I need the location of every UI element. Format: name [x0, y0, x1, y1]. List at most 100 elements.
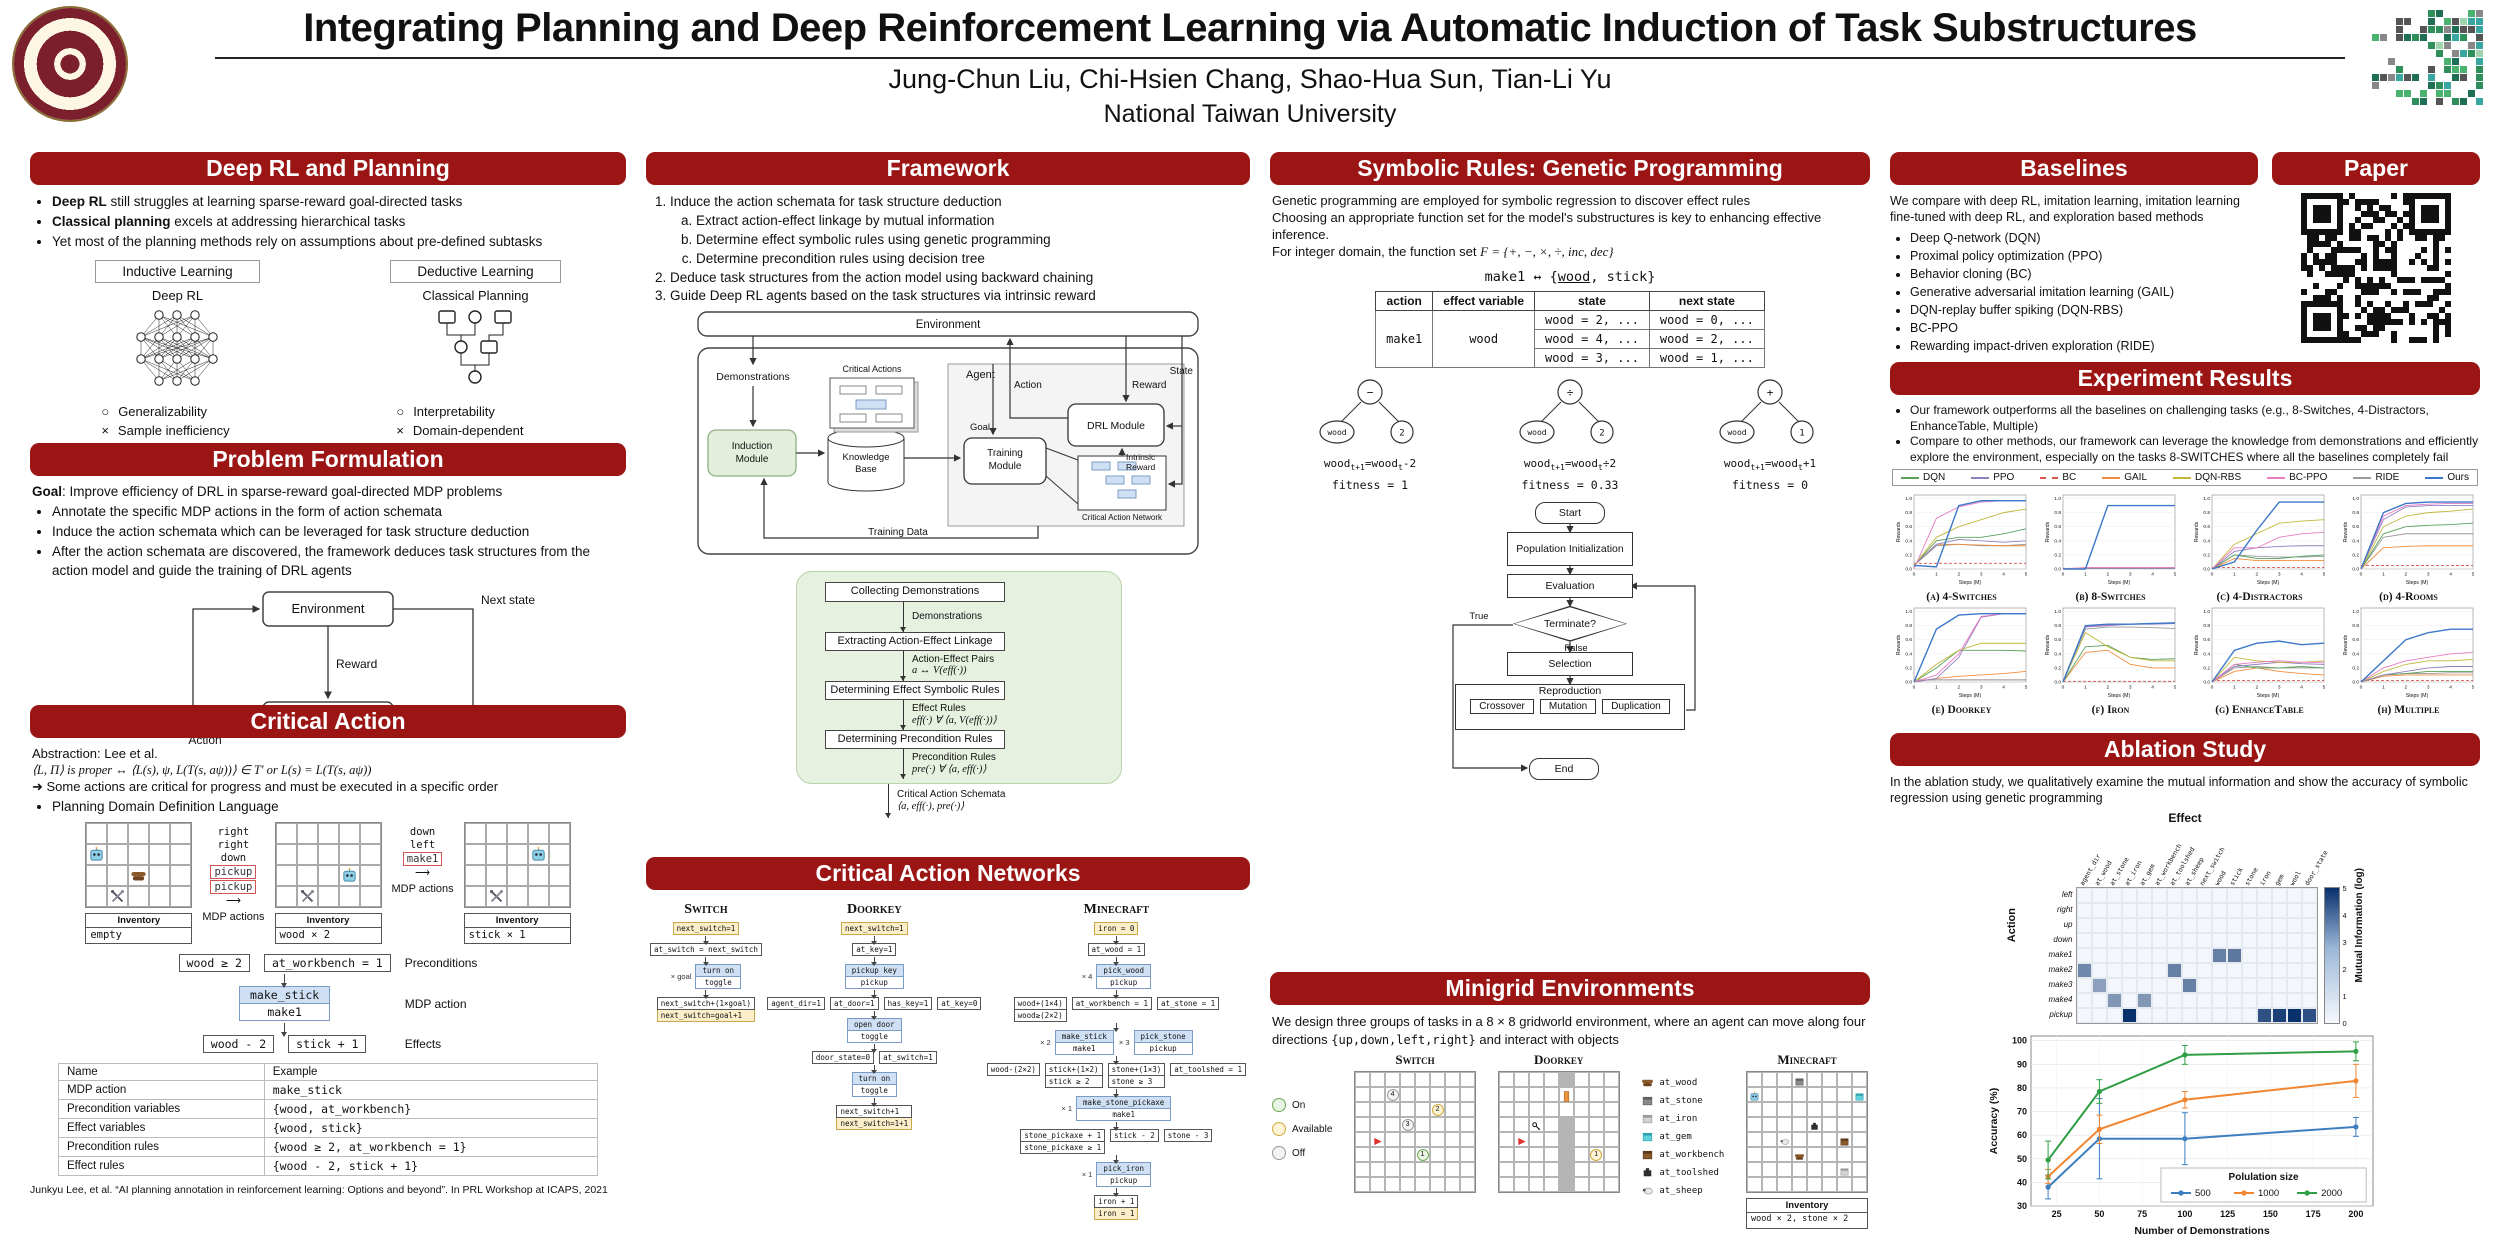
logo-pixel [2476, 18, 2483, 25]
sheep-icon [1779, 1134, 1790, 1145]
gp-table-header: state [1534, 290, 1650, 311]
colorbar-tick: 4 [2342, 910, 2347, 920]
diagram-label: 4 [2151, 572, 2154, 578]
diagram-label: Rewards [2194, 635, 2200, 656]
heatmap-cell [2106, 962, 2122, 978]
grid-cell [527, 865, 549, 887]
grid-cell [1528, 1072, 1544, 1088]
heatmap-cell [2226, 887, 2242, 903]
loop-count: × 3 [1118, 1038, 1130, 1047]
grid-cell [1747, 1072, 1762, 1088]
mdp-action: left [409, 839, 436, 852]
heatmap-cell [2106, 887, 2122, 903]
grid-cell [1777, 1102, 1792, 1118]
grid-cell [1430, 1117, 1446, 1133]
diagram-label: 1 [2084, 685, 2087, 691]
diagram-label: Rewards [1896, 635, 1902, 656]
grid-cell [1807, 1132, 1822, 1148]
flow-box: Extracting Action-Effect Linkage [825, 631, 1005, 651]
mdp-action: toggle [847, 1031, 901, 1042]
heatmap-cell [2226, 962, 2242, 978]
grid-cell [1603, 1072, 1619, 1088]
eq-subscript: t [1598, 462, 1603, 472]
grid-cell [1415, 1177, 1431, 1193]
diagram-label: 0.4 [2352, 539, 2359, 545]
heatmap-cell [2256, 887, 2272, 903]
grid-cell [1777, 1132, 1792, 1148]
heatmap-cell [2256, 917, 2272, 933]
gp-table-header: action [1375, 290, 1434, 311]
grid-cell [1558, 1147, 1574, 1163]
grid-cell [1792, 1177, 1807, 1193]
heatmap-cell [2091, 932, 2107, 948]
section-experiment-results: Experiment Results Our framework outperf… [1890, 362, 2480, 716]
table-cell-name: Effect variables [58, 1118, 265, 1139]
diagram-label: Steps (M) [2107, 580, 2130, 586]
heatmap-cell [2211, 1007, 2227, 1023]
action-name: turn on [696, 965, 741, 977]
grid-cell [1460, 1117, 1476, 1133]
con-text: Domain-dependent [412, 423, 524, 439]
grid-cell [1837, 1177, 1852, 1193]
heatmap-cell [2226, 932, 2242, 948]
gp-state-cell: wood = 4, ... [1534, 328, 1650, 349]
grid-cell [149, 865, 171, 887]
grid-cell [1822, 1162, 1837, 1178]
grid-cell [128, 886, 150, 908]
diagram-label: 0.8 [1905, 510, 1912, 516]
grid-cell [1498, 1087, 1514, 1103]
grid-cell [86, 823, 108, 845]
diagram-label: 5 [2024, 572, 2027, 578]
grid-cell [1498, 1162, 1514, 1178]
grid-cell [1588, 1117, 1604, 1133]
heatmap-cell [2256, 962, 2272, 978]
diagram-label: Rewards [2194, 522, 2200, 543]
grid-cell [1460, 1087, 1476, 1103]
heatmap-cell [2226, 917, 2242, 933]
diagram-label: 0.4 [2203, 539, 2210, 545]
heatmap-cell [2211, 947, 2227, 963]
logo-pixel [2460, 26, 2467, 33]
grid-cell [1400, 1177, 1416, 1193]
grid-cell [338, 823, 360, 845]
grid-cell [1792, 1132, 1807, 1148]
gp-intro-line1: Genetic programming are employed for sym… [1272, 193, 1751, 208]
diagram-label: Rewards [2045, 635, 2051, 656]
grid-cell [1852, 1087, 1867, 1103]
diagram-label: 1 [2233, 572, 2236, 578]
stacked-rules: wood+(1×4)wood≥(2×2) [1013, 997, 1067, 1022]
mdp-action: make1 [1055, 1043, 1113, 1054]
diagram-label: 0.2 [1905, 553, 1912, 559]
grid-cell [149, 844, 171, 866]
grid-cell [1355, 1102, 1371, 1118]
logo-pixel [2436, 42, 2443, 49]
heatmap-cell [2196, 932, 2212, 948]
network-title: Switch [684, 902, 728, 917]
eq-subscript: t [1798, 462, 1803, 472]
diagram-label: 0 [2359, 572, 2362, 578]
grid-cell [1822, 1132, 1837, 1148]
object-legend-item: at_stone [1641, 1094, 1724, 1107]
grid-cell [1573, 1117, 1589, 1133]
grid-cell [296, 823, 318, 845]
grid-cell [1558, 1132, 1574, 1148]
legend-label: DQN [1923, 472, 1946, 484]
diagram-label: 5 [2322, 572, 2325, 578]
logo-pixel [2396, 90, 2403, 97]
action-name: open door [847, 1019, 901, 1031]
grid-cell [1792, 1162, 1807, 1178]
diagram-label: 0 [1912, 572, 1915, 578]
logo-pixel [2476, 42, 2483, 49]
grid-cell [485, 886, 507, 908]
heatmap-cell [2091, 977, 2107, 993]
diagram-label: 70 [2017, 1106, 2027, 1116]
grid-cell [1415, 1072, 1431, 1088]
diagram-label: 100 [2177, 1209, 2192, 1219]
grid-cell [1588, 1162, 1604, 1178]
diagram-label: 0.0 [2203, 567, 2210, 573]
